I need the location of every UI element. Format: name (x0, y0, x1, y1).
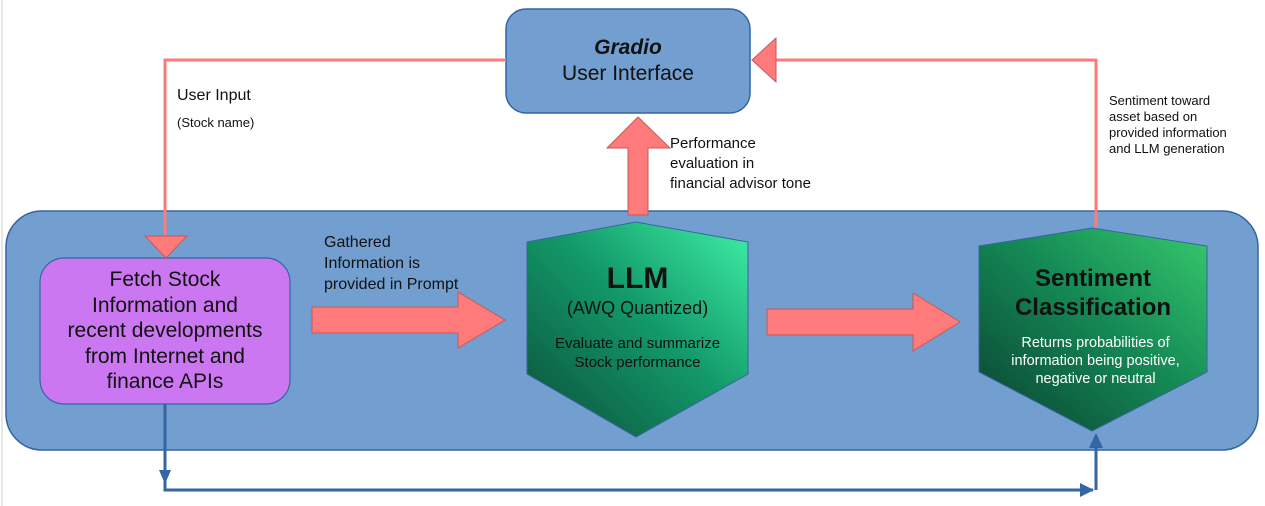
llm-description-line-2: Stock performance (574, 354, 701, 371)
sentiment-title: Sentiment Classification (979, 264, 1207, 322)
sentiment-toward-line-4: and LLM generation (1109, 141, 1225, 156)
sentiment-return-line (776, 58, 1098, 228)
gradio-subtitle: User Interface (562, 62, 694, 85)
gathered-line-1: Gathered (324, 234, 391, 251)
fetch-line-2: Information and (92, 293, 238, 317)
fetch-box-text: Fetch Stock Information and recent devel… (40, 267, 290, 395)
sentiment-cube (978, 227, 1208, 432)
llm-to-gradio-arrow (605, 116, 672, 216)
fetch-line-3: recent developments (67, 319, 263, 342)
llm-subtitle: (AWQ Quantized) (566, 298, 709, 318)
sentiment-description-line-3: negative or neutral (1035, 371, 1156, 387)
gathered-line-3: provided in Prompt (324, 276, 459, 293)
gathered-line-2: Information is (324, 255, 421, 272)
performance-line-3: financial advisor tone (670, 175, 811, 192)
sentiment-title-line-2: Classification (1014, 294, 1172, 321)
user-input-line (163, 58, 506, 235)
blue-connector-down-arrowhead (159, 470, 171, 484)
sentiment-return-arrowhead (751, 36, 777, 84)
sentiment-toward-line-3: provided information (1109, 125, 1227, 140)
sentiment-description: Returns probabilities of information bei… (984, 334, 1207, 388)
user-input-label: User Input (177, 87, 251, 104)
llm-to-sentiment-arrow (766, 292, 961, 352)
sentiment-title-line-1: Sentiment (1034, 265, 1151, 292)
sentiment-toward-line-2: asset based on (1109, 109, 1198, 124)
stock-name-label: (Stock name) (177, 115, 255, 130)
performance-line-2: evaluation in (670, 155, 755, 172)
llm-cube (526, 221, 749, 438)
fetch-line-5: finance APIs (106, 370, 224, 393)
llm-title: LLM (606, 262, 669, 295)
llm-description: Evaluate and summarize Stock performance (520, 334, 755, 372)
fetch-to-llm-arrow (311, 291, 506, 349)
llm-description-line-1: Evaluate and summarize (554, 335, 721, 352)
gathered-label: Gathered Information is provided in Prom… (324, 232, 458, 295)
sentiment-description-line-1: Returns probabilities of (1021, 335, 1170, 351)
sentiment-toward-line-1: Sentiment toward (1109, 93, 1211, 108)
user-input-arrowhead (143, 235, 189, 259)
blue-connector-up-arrowhead (1089, 433, 1103, 448)
gradio-title: Gradio (594, 36, 662, 59)
fetch-line-1: Fetch Stock (109, 268, 221, 291)
blue-connector-right-arrowhead (1080, 483, 1094, 497)
performance-line-1: Performance (670, 135, 756, 152)
fetch-line-4: from Internet and (85, 344, 245, 368)
gradio-box (505, 8, 751, 114)
performance-label: Performance evaluation in financial advi… (670, 134, 811, 194)
sentiment-toward-label: Sentiment toward asset based on provided… (1109, 93, 1227, 157)
blue-connector-line (163, 404, 1093, 492)
sentiment-description-line-2: information being positive, (1011, 353, 1180, 369)
